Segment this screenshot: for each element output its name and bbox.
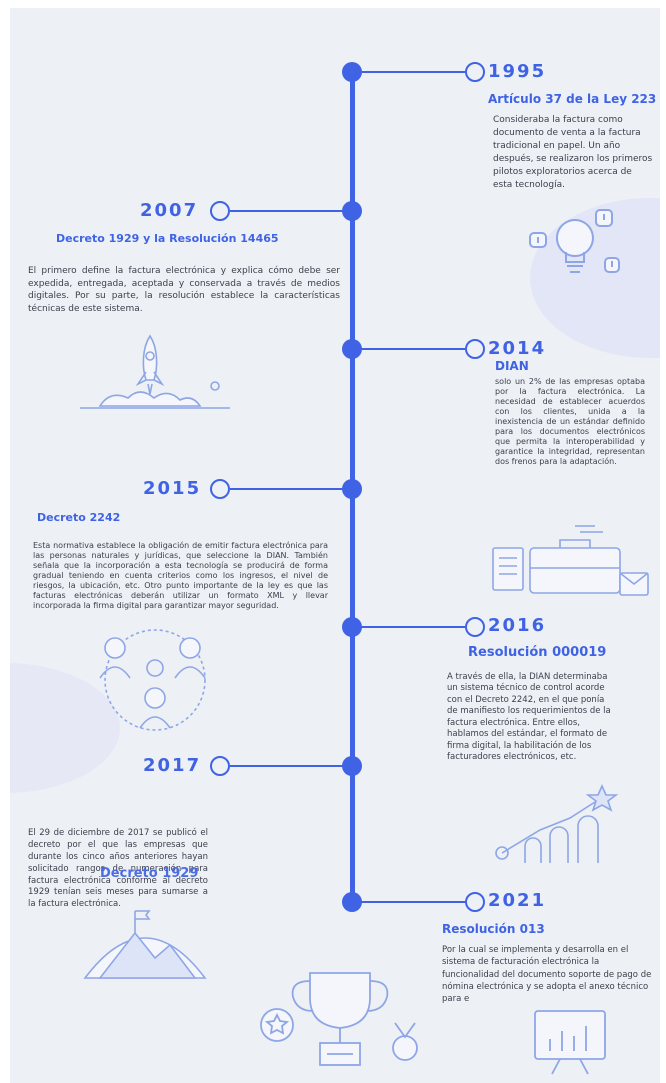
timeline-connector: [230, 210, 350, 212]
year-label: 2015: [143, 478, 202, 499]
timeline-connector: [355, 71, 465, 73]
event-description: solo un 2% de las empresas optaba por la…: [495, 377, 645, 466]
timeline-dot: [342, 62, 362, 82]
year-ring: [210, 201, 230, 221]
year-label: 2017: [143, 755, 202, 776]
event-title: Resolución 000019: [468, 645, 607, 660]
year-label: 2021: [488, 890, 547, 911]
event-description: Esta normativa establece la obligación d…: [33, 541, 328, 610]
timeline-connector: [355, 626, 465, 628]
year-ring: [465, 617, 485, 637]
year-label: 2007: [140, 200, 199, 221]
timeline-connector: [230, 765, 350, 767]
event-title: Decreto 2242: [37, 511, 121, 524]
timeline-dot: [342, 892, 362, 912]
event-description: El 29 de diciembre de 2017 se publicó el…: [28, 828, 208, 910]
timeline-dot: [342, 201, 362, 221]
timeline-dot: [342, 617, 362, 637]
presentation-chart-icon: [534, 1010, 606, 1075]
timeline-dot: [342, 339, 362, 359]
timeline-connector: [230, 488, 350, 490]
event-title: Resolución 013: [442, 922, 545, 936]
lightbulb-icon: [529, 209, 620, 273]
infographic-panel: 1995 Artículo 37 de la Ley 223 Considera…: [10, 8, 660, 1083]
event-description: A través de ella, la DIAN determinaba un…: [447, 672, 611, 763]
event-description: El primero define la factura electrónica…: [28, 266, 340, 314]
growth-chart-icon: [495, 784, 619, 863]
year-ring: [210, 479, 230, 499]
team-icon: [99, 629, 206, 731]
event-title: Decreto 1929: [100, 866, 199, 881]
year-ring: [210, 756, 230, 776]
year-label: 2014: [488, 338, 547, 359]
event-description: Por la cual se implementa y desarrolla e…: [442, 945, 652, 1005]
timeline-dot: [342, 479, 362, 499]
mountain-flag-icon: [83, 910, 207, 979]
year-ring: [465, 339, 485, 359]
timeline-connector: [355, 348, 465, 350]
documents-briefcase-icon: [492, 525, 649, 596]
year-label: 2016: [488, 615, 547, 636]
year-label: 1995: [488, 61, 547, 82]
event-description: Consideraba la factura como documento de…: [493, 115, 653, 191]
event-title: Artículo 37 de la Ley 223: [488, 92, 657, 106]
trophy-icon: [260, 972, 418, 1066]
year-ring: [465, 62, 485, 82]
timeline-dot: [342, 756, 362, 776]
rocket-icon: [80, 334, 230, 409]
timeline-connector: [355, 901, 465, 903]
event-title: DIAN: [495, 359, 529, 373]
year-ring: [465, 892, 485, 912]
event-title: Decreto 1929 y la Resolución 14465: [56, 232, 279, 245]
